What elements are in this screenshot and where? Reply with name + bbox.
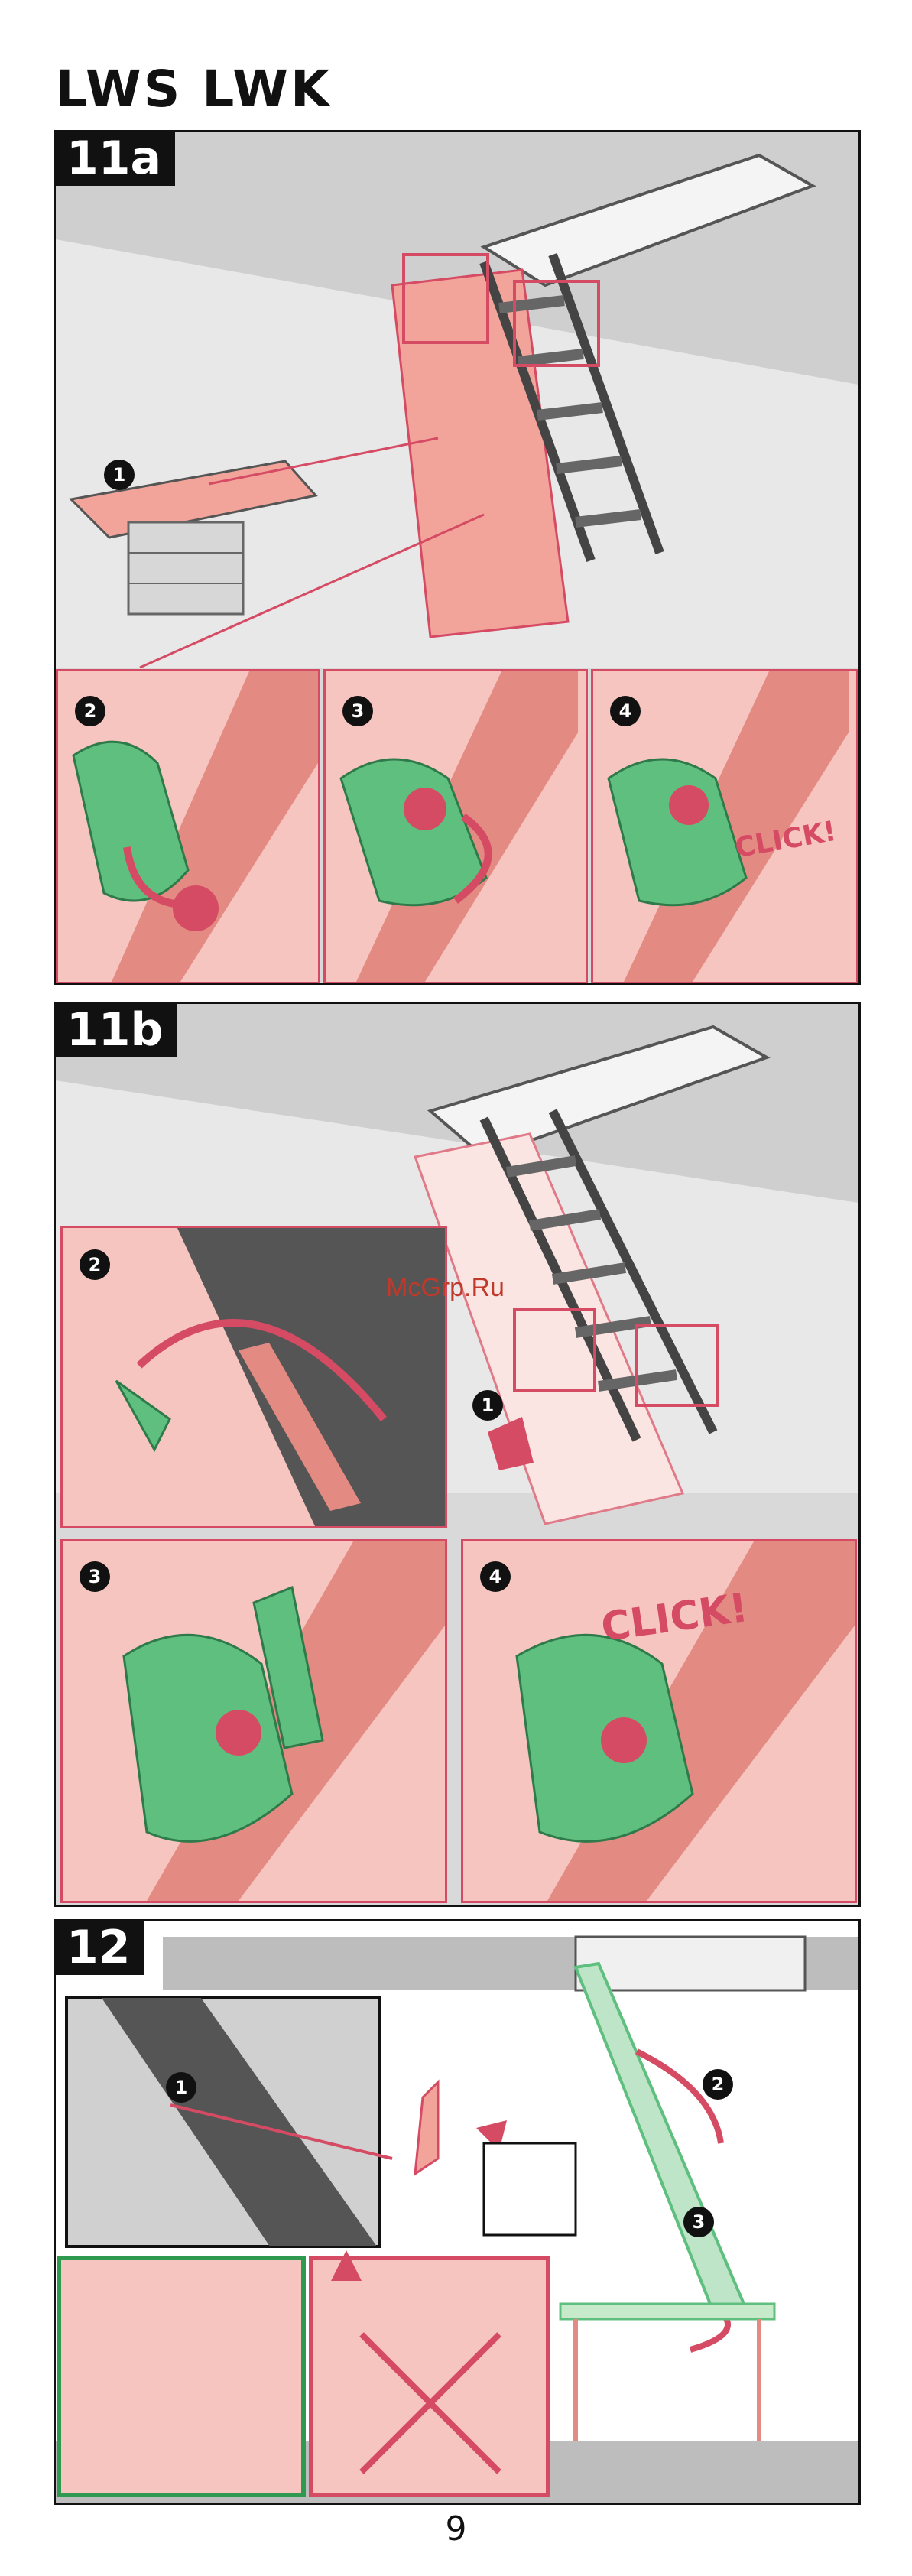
page-title: LWS LWK	[55, 60, 332, 119]
step-marker-2: 2	[75, 696, 105, 726]
step-11b-substep-2: 2	[60, 1226, 447, 1528]
step-marker-3: 3	[342, 696, 373, 726]
step-marker-2: 2	[80, 1249, 110, 1280]
step-marker-1: 1	[104, 460, 135, 490]
step-12-label: 12	[56, 1921, 144, 1975]
step-12-illustration	[56, 1921, 858, 2503]
step-11a-substep-2: 2	[56, 669, 320, 984]
watermark-text: McGrp.Ru	[386, 1273, 505, 1303]
step-marker-2: 2	[703, 2069, 733, 2100]
step-11a-panel: 11a 1 2	[54, 130, 861, 985]
step-11b-label: 11b	[56, 1004, 177, 1057]
step-marker-1: 1	[472, 1390, 503, 1421]
step-marker-3: 3	[80, 1561, 110, 1592]
page-number: 9	[0, 2509, 912, 2548]
step-11a-label: 11a	[56, 132, 175, 186]
step-11a-substep-3: 3	[323, 669, 588, 984]
step-marker-3: 3	[683, 2207, 714, 2237]
step-12-panel: 12 1 2 3	[54, 1919, 861, 2505]
step-marker-4: 4	[610, 696, 641, 726]
step-marker-1: 1	[166, 2072, 196, 2103]
step-11b-substep-3: 3	[60, 1539, 447, 1903]
step-11b-substep-4: 4 CLICK!	[461, 1539, 857, 1903]
step-marker-4: 4	[480, 1561, 511, 1592]
step-11b-panel: 11b 1 2 3 4	[54, 1002, 861, 1907]
step-11a-substep-4: 4 CLICK!	[591, 669, 858, 984]
